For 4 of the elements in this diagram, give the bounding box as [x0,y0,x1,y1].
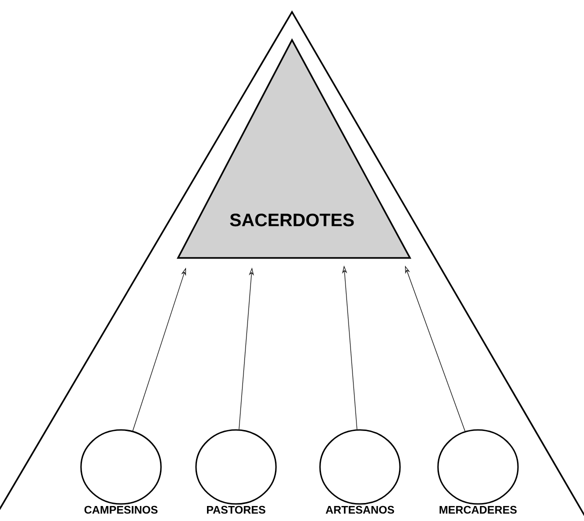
node-label: MERCADERES [440,506,517,514]
node-label: PASTORES [206,506,266,514]
node-label: CAMPESINOS [84,506,158,514]
node-label: ARTESANOS [326,506,394,514]
